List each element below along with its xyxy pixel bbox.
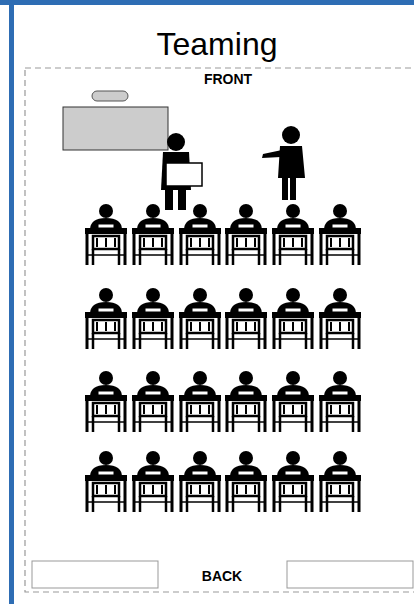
student-figure bbox=[319, 204, 361, 265]
student-figure bbox=[85, 288, 127, 349]
student-figure bbox=[319, 451, 361, 512]
frame-bar bbox=[0, 0, 414, 5]
student-figure bbox=[179, 204, 221, 265]
room-label: BACK bbox=[200, 568, 244, 584]
student-figure bbox=[132, 204, 174, 265]
student-figure bbox=[319, 371, 361, 432]
student-figure bbox=[225, 371, 267, 432]
desk-item bbox=[92, 91, 128, 101]
back-box bbox=[287, 561, 413, 588]
student-figure bbox=[132, 371, 174, 432]
student-figure bbox=[179, 451, 221, 512]
student-figure bbox=[132, 451, 174, 512]
student-figure bbox=[225, 451, 267, 512]
student-figure bbox=[179, 371, 221, 432]
teacher-desk bbox=[63, 107, 168, 150]
student-figure bbox=[272, 204, 314, 265]
student-figure bbox=[225, 288, 267, 349]
student-figure bbox=[272, 288, 314, 349]
student-figure bbox=[272, 371, 314, 432]
student-figure bbox=[272, 451, 314, 512]
student-figure bbox=[319, 288, 361, 349]
room-label: FRONT bbox=[202, 71, 254, 87]
student-figure bbox=[179, 288, 221, 349]
student-figure bbox=[132, 288, 174, 349]
teacher-figure bbox=[161, 133, 202, 210]
room-outline bbox=[25, 68, 414, 592]
student-figure bbox=[85, 451, 127, 512]
back-box bbox=[32, 561, 158, 588]
teacher-figure bbox=[262, 126, 305, 200]
frame-bar bbox=[9, 0, 14, 604]
student-figure bbox=[85, 371, 127, 432]
student-figure bbox=[85, 204, 127, 265]
student-figure bbox=[225, 204, 267, 265]
title: Teaming bbox=[157, 26, 278, 62]
